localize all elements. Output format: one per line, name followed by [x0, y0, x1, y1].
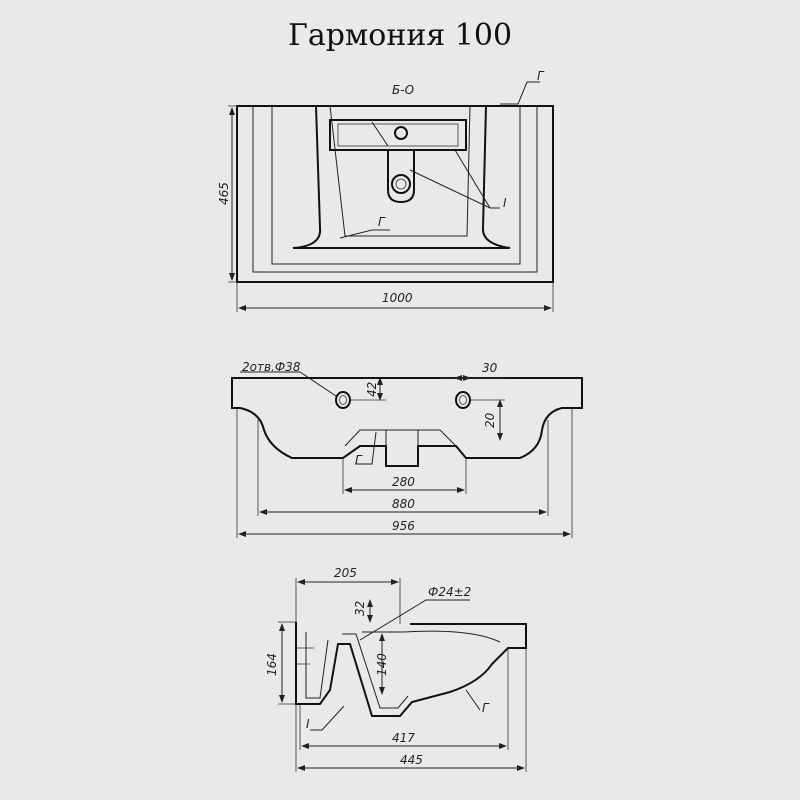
dim-205: 205 [334, 566, 357, 580]
side-view-outline [295, 622, 527, 717]
page-title: Гармония 100 [287, 18, 513, 53]
dim-417: 417 [392, 731, 415, 745]
left-tap-hole [335, 391, 351, 409]
drain-hole [391, 174, 411, 194]
dim-465: 465 [217, 182, 231, 205]
dim-164: 164 [265, 653, 279, 676]
right-tap-hole [455, 391, 471, 409]
label-g-top: Г [537, 69, 545, 83]
dim-280: 280 [392, 475, 415, 489]
top-view [228, 81, 554, 312]
label-g-bowl: Г [378, 215, 386, 229]
front-view [231, 371, 583, 538]
label-g-front: Г [355, 453, 363, 467]
tap-hole [394, 126, 408, 140]
dim-diameter: Ф24±2 [428, 585, 471, 599]
dim-30: 30 [482, 361, 498, 375]
side-view [278, 578, 527, 772]
dim-20: 20 [483, 412, 497, 428]
label-holes: 2отв.Ф38 [242, 360, 301, 374]
dim-32: 32 [353, 601, 367, 616]
dim-445: 445 [400, 753, 423, 767]
front-view-outline [231, 377, 583, 467]
dim-1000: 1000 [382, 291, 413, 305]
dim-42: 42 [365, 382, 379, 397]
dim-956: 956 [392, 519, 415, 533]
label-i-top: I [503, 196, 507, 210]
dim-140: 140 [375, 653, 389, 676]
label-g-side: Г [482, 701, 490, 715]
top-view-outline [236, 105, 554, 283]
label-i-side: I [306, 717, 310, 731]
label-bo: Б-О [392, 83, 414, 97]
dim-880: 880 [392, 497, 415, 511]
